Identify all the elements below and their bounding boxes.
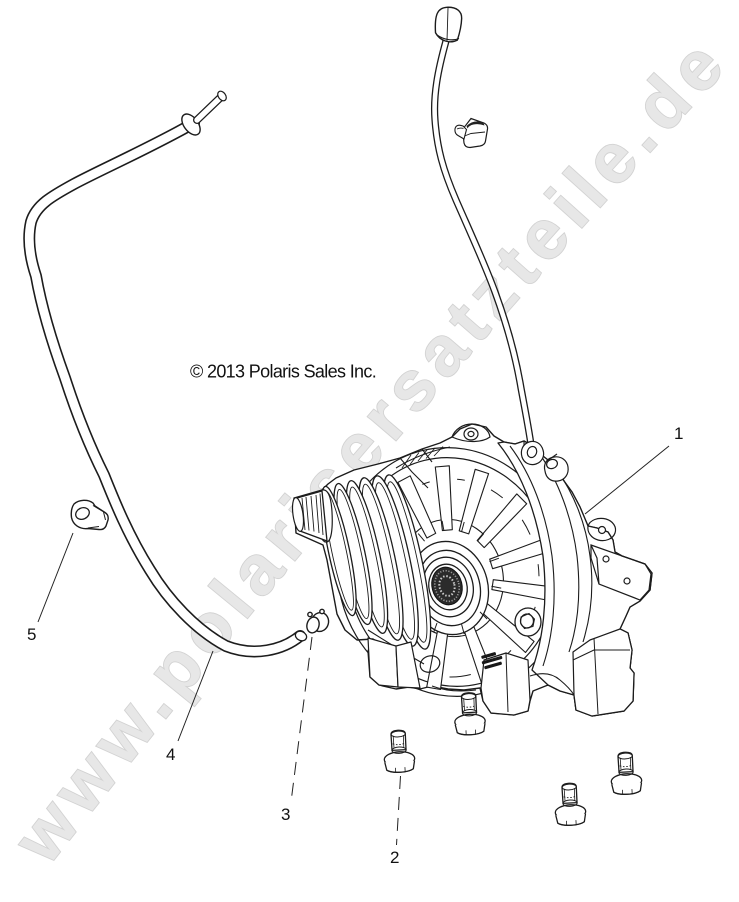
svg-text:5: 5	[27, 625, 36, 644]
svg-text:1: 1	[674, 424, 683, 443]
svg-text:4: 4	[166, 745, 175, 764]
svg-text:© 2013 Polaris Sales Inc.: © 2013 Polaris Sales Inc.	[190, 362, 376, 382]
svg-text:3: 3	[281, 805, 290, 824]
svg-text:2: 2	[390, 848, 399, 867]
